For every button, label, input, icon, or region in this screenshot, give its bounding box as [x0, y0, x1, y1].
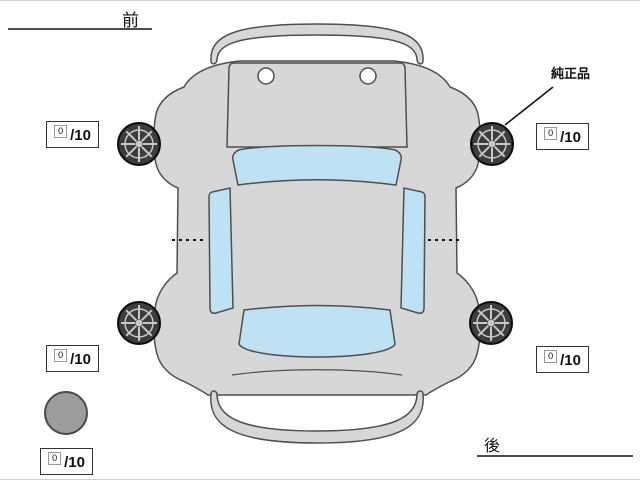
tread-score-spare-value: 0: [48, 452, 62, 465]
genuine-part-leader-line: [504, 86, 554, 126]
tread-score-rear-right-max: /10: [560, 352, 581, 369]
tread-score-front-right-value: 0: [544, 127, 558, 140]
tread-score-rear-right-value: 0: [544, 350, 558, 363]
rear-window-glass: [238, 304, 396, 358]
front-bumper: [210, 23, 424, 65]
front-label: 前: [122, 11, 139, 30]
hood-washer-right-icon: [359, 67, 377, 85]
genuine-part-label: 純正品: [551, 66, 591, 81]
tread-score-front-left-max: /10: [70, 127, 91, 144]
wheel-rear-left-icon: [117, 301, 161, 345]
wheel-front-right-icon: [470, 122, 514, 166]
rear-bumper: [210, 390, 424, 444]
tread-score-rear-left: 0 /10: [46, 345, 99, 372]
wheel-front-left-icon: [117, 122, 161, 166]
wheel-rear-right-icon: [469, 301, 513, 345]
windshield-glass: [232, 144, 402, 186]
tread-score-spare: 0 /10: [40, 448, 93, 475]
trunk-seam-line: [231, 369, 403, 376]
tread-score-rear-left-max: /10: [70, 351, 91, 368]
spare-tire-icon: [44, 391, 88, 435]
tread-score-front-left: 0 /10: [46, 121, 99, 148]
rear-label: 後: [484, 438, 501, 455]
hood-panel: [226, 62, 408, 148]
tread-score-rear-left-value: 0: [54, 349, 68, 362]
tread-score-rear-right: 0 /10: [536, 346, 589, 373]
tread-score-front-right: 0 /10: [536, 123, 589, 150]
tread-score-front-right-max: /10: [560, 129, 581, 146]
tread-score-front-left-value: 0: [54, 125, 68, 138]
side-window-left-glass: [208, 187, 234, 314]
hood-washer-left-icon: [257, 67, 275, 85]
tread-score-spare-max: /10: [64, 454, 85, 471]
side-window-right-glass: [400, 187, 426, 314]
